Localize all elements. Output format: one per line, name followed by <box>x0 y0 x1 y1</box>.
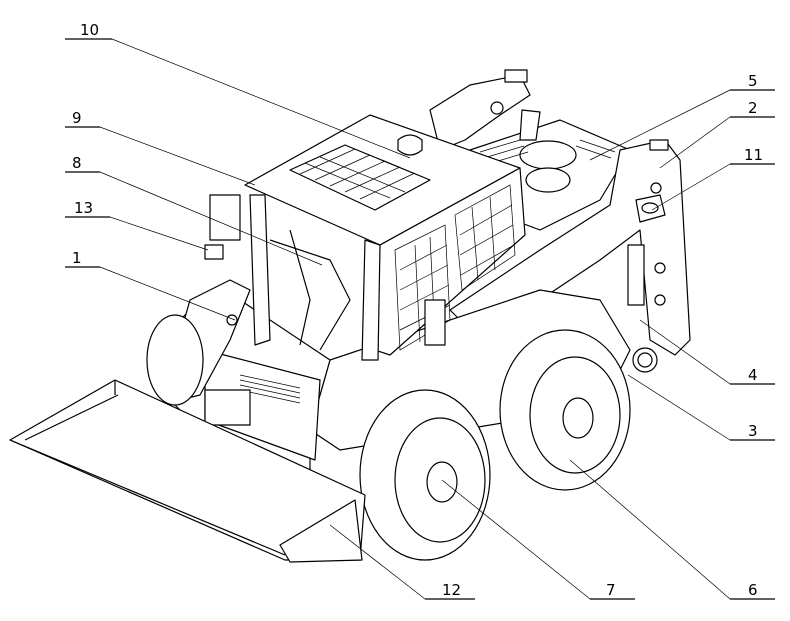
rear-wheels <box>146 314 631 491</box>
callout-leader <box>569 459 731 600</box>
callout-leader <box>99 126 256 186</box>
callout-leader <box>589 89 731 161</box>
roof-vent-grid <box>289 144 431 211</box>
callout-label-9: 9 <box>72 109 82 127</box>
callout-label-12: 12 <box>442 581 462 599</box>
callout-label-4: 4 <box>748 366 758 384</box>
front-wheel <box>359 389 491 561</box>
callout-label-2: 2 <box>748 99 758 117</box>
engine-compartment <box>469 109 631 231</box>
callout-label-5: 5 <box>748 72 758 90</box>
callout-leader <box>651 163 731 211</box>
callout-leader <box>111 38 411 159</box>
callout-leader <box>639 319 731 385</box>
callout-leader <box>329 524 426 600</box>
callout-label-10: 10 <box>80 21 100 39</box>
callout-label-8: 8 <box>72 154 82 172</box>
callout-label-7: 7 <box>606 581 616 599</box>
bucket <box>9 379 366 563</box>
leader-lines <box>65 38 775 600</box>
callout-leader <box>99 266 236 321</box>
callout-label-6: 6 <box>748 581 758 599</box>
callout-leader <box>659 116 731 169</box>
mirror <box>209 194 241 241</box>
callout-leader <box>627 374 731 441</box>
work-light <box>204 244 224 260</box>
callout-label-13: 13 <box>74 199 94 217</box>
callout-label-11: 11 <box>744 146 764 164</box>
callout-leader <box>109 216 209 251</box>
callout-leader <box>99 171 323 266</box>
callout-leader <box>441 479 591 600</box>
beacon-light <box>397 134 423 156</box>
cab-rops <box>204 114 526 361</box>
callout-label-1: 1 <box>72 249 82 267</box>
callout-label-3: 3 <box>748 422 758 440</box>
